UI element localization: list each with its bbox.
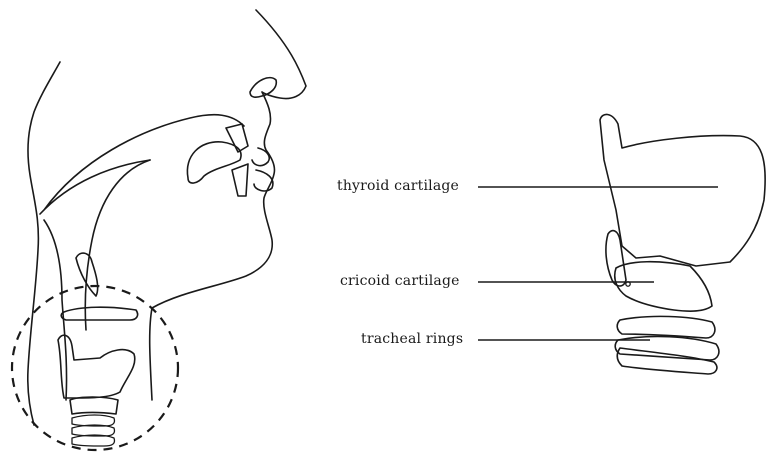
- thyroid-cartilage-small: [58, 335, 135, 398]
- tracheal-ring-small: [72, 435, 115, 446]
- tracheal-rings-label: tracheal rings: [361, 331, 463, 347]
- thyroid-cartilage-label: thyroid cartilage: [337, 178, 459, 194]
- tracheal-ring-small: [72, 415, 115, 426]
- cricoid-cartilage-label: cricoid cartilage: [340, 273, 460, 289]
- thyroid-inferior-horn: [606, 231, 626, 286]
- head-profile: [12, 10, 306, 450]
- palate: [40, 115, 244, 214]
- tracheal-ring-large: [617, 316, 715, 338]
- thyroid-cartilage-large: [600, 114, 765, 266]
- cricoid-cartilage-small: [70, 397, 118, 414]
- larynx-enlarged: [600, 114, 765, 374]
- tracheal-ring-small: [72, 425, 115, 436]
- lower-teeth: [232, 164, 248, 196]
- hyoid-bone: [61, 307, 137, 320]
- tracheal-ring-large: [617, 348, 717, 374]
- neck-front: [150, 308, 152, 400]
- face-outline: [152, 10, 306, 308]
